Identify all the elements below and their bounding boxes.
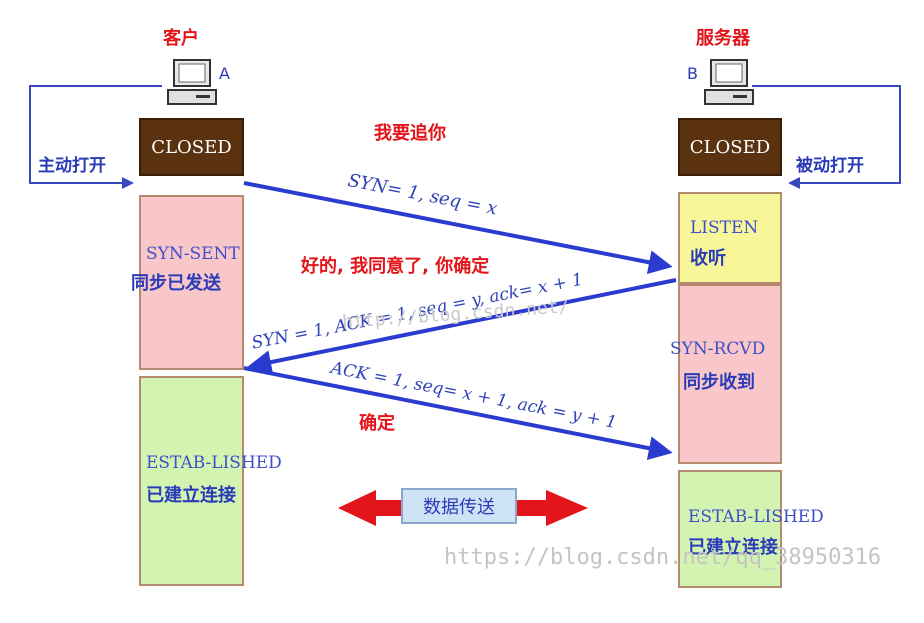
client-established-label: ESTAB-LISHED: [146, 453, 282, 473]
syn-arrow: [243, 181, 673, 275]
client-established-cn: 已建立连接: [146, 485, 236, 506]
server-established-cn: 已建立连接: [688, 537, 778, 558]
client-computer-icon: [166, 58, 218, 108]
client-established-box: [139, 376, 244, 586]
server-syn-rcvd-label: SYN-RCVD: [670, 339, 766, 359]
data-transfer-label: 数据传送: [401, 488, 517, 524]
server-syn-rcvd-cn: 同步收到: [683, 372, 755, 393]
ack-arrow: [243, 366, 673, 461]
client-closed-box: CLOSED: [139, 118, 244, 176]
server-established-label: ESTAB-LISHED: [688, 507, 824, 527]
server-open-loop: [752, 85, 901, 184]
server-listen-label: LISTEN: [690, 218, 759, 238]
client-active-open-label: 主动打开: [38, 156, 106, 176]
server-closed-box: CLOSED: [678, 118, 782, 176]
server-syn-rcvd-box: [678, 284, 782, 464]
client-title: 客户: [163, 28, 199, 49]
server-listen-box: [678, 192, 782, 284]
client-open-arrowhead: [122, 177, 134, 189]
server-letter: B: [687, 64, 698, 83]
client-syn-sent-cn: 同步已发送: [131, 273, 221, 294]
annotation-agree: 好的, 我同意了, 你确定: [301, 256, 490, 277]
client-letter: A: [219, 64, 230, 83]
client-syn-sent-box: [139, 195, 244, 370]
server-passive-open-label: 被动打开: [796, 156, 864, 176]
server-computer-icon: [703, 58, 755, 108]
server-listen-cn: 收听: [690, 248, 726, 269]
annotation-confirm: 确定: [359, 413, 395, 434]
watermark-bottom: https://blog.csdn.net/qq_38950316: [444, 545, 882, 570]
annotation-chase: 我要追你: [374, 123, 446, 144]
server-established-box: [678, 470, 782, 588]
server-open-arrowhead: [788, 177, 800, 189]
client-syn-sent-label: SYN-SENT: [146, 244, 240, 264]
server-title: 服务器: [696, 28, 750, 49]
syn-ack-arrow: [247, 278, 677, 374]
client-open-loop: [29, 85, 162, 184]
